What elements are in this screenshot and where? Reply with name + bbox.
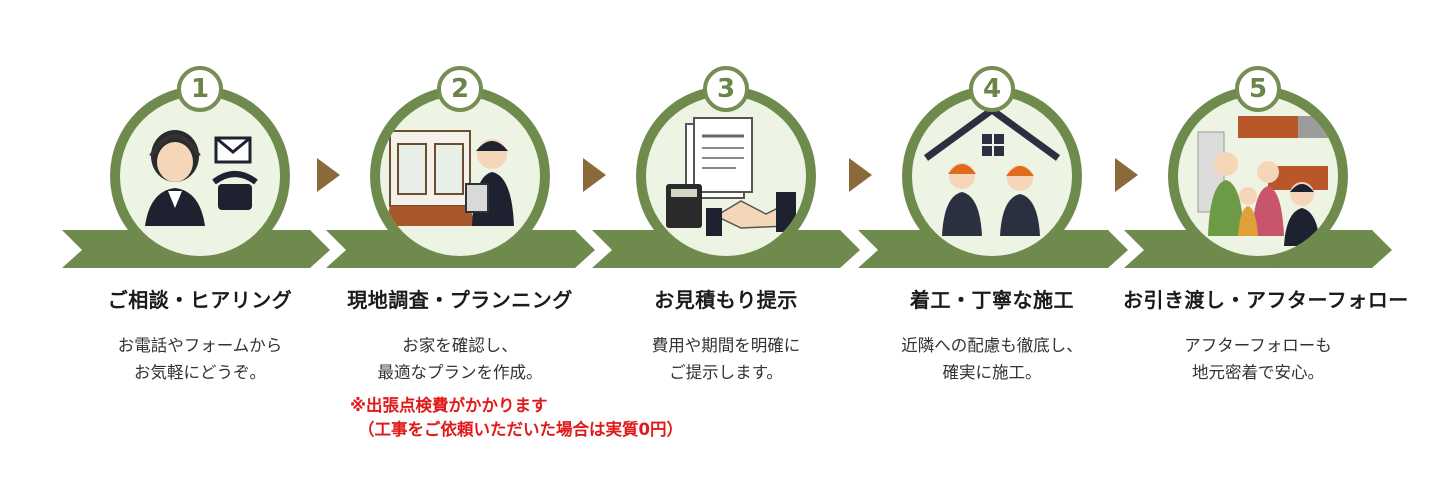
next-arrow-icon xyxy=(849,158,872,192)
step-circle xyxy=(902,86,1082,266)
headset-operator-icon xyxy=(145,130,258,226)
step-circle xyxy=(110,86,290,266)
step-number: 5 xyxy=(1235,66,1281,112)
step-title: 着工・丁寧な施工 xyxy=(910,288,1074,312)
step-title: お見積もり提示 xyxy=(654,288,798,312)
step-circle xyxy=(370,86,550,266)
site-survey-icon xyxy=(385,130,514,226)
construction-workers-icon xyxy=(923,106,1061,236)
step-number: 3 xyxy=(703,66,749,112)
step-title: 現地調査・プランニング xyxy=(347,288,573,312)
step-3: 3 お見積もり提示 費用や期間を明確にご提示します。 xyxy=(591,58,861,478)
family-handover-icon xyxy=(1197,116,1328,246)
inspection-fee-note: ※出張点検費がかかります （工事をご依頼いただいた場合は実質0円） xyxy=(350,394,683,442)
note-line-1: ※出張点検費がかかります xyxy=(350,396,548,415)
next-arrow-icon xyxy=(1115,158,1138,192)
step-4: 4 着工・丁寧な施工 近隣への配慮も徹底し、確実に施工。 xyxy=(857,58,1127,478)
step-description: 近隣への配慮も徹底し、確実に施工。 xyxy=(901,336,1083,382)
step-title: ご相談・ヒアリング xyxy=(107,288,293,312)
step-circle xyxy=(636,86,816,266)
step-number: 4 xyxy=(969,66,1015,112)
step-description: お家を確認し、最適なプランを作成。 xyxy=(377,336,543,382)
step-description: お電話やフォームからお気軽にどうぞ。 xyxy=(117,336,283,382)
step-1: 1 ご相談・ヒアリング お電話やフォームからお気軽にどうぞ。 xyxy=(65,58,335,478)
next-arrow-icon xyxy=(583,158,606,192)
step-description: アフターフォローも地元密着で安心。 xyxy=(1184,336,1332,382)
step-title: お引き渡し・アフターフォロー xyxy=(1123,288,1409,312)
next-arrow-icon xyxy=(317,158,340,192)
step-5: 5 お引き渡し・アフターフォロー アフターフォローも地元密着で安心。 xyxy=(1123,58,1409,478)
step-2: 2 現地調査・プランニング お家を確認し、最適なプランを作成。 xyxy=(325,58,595,478)
step-circle xyxy=(1168,86,1348,266)
step-number: 1 xyxy=(177,66,223,112)
step-number: 2 xyxy=(437,66,483,112)
step-description: 費用や期間を明確にご提示します。 xyxy=(651,336,801,382)
estimate-handshake-icon xyxy=(666,117,796,236)
note-line-2: （工事をご依頼いただいた場合は実質0円） xyxy=(358,420,683,439)
